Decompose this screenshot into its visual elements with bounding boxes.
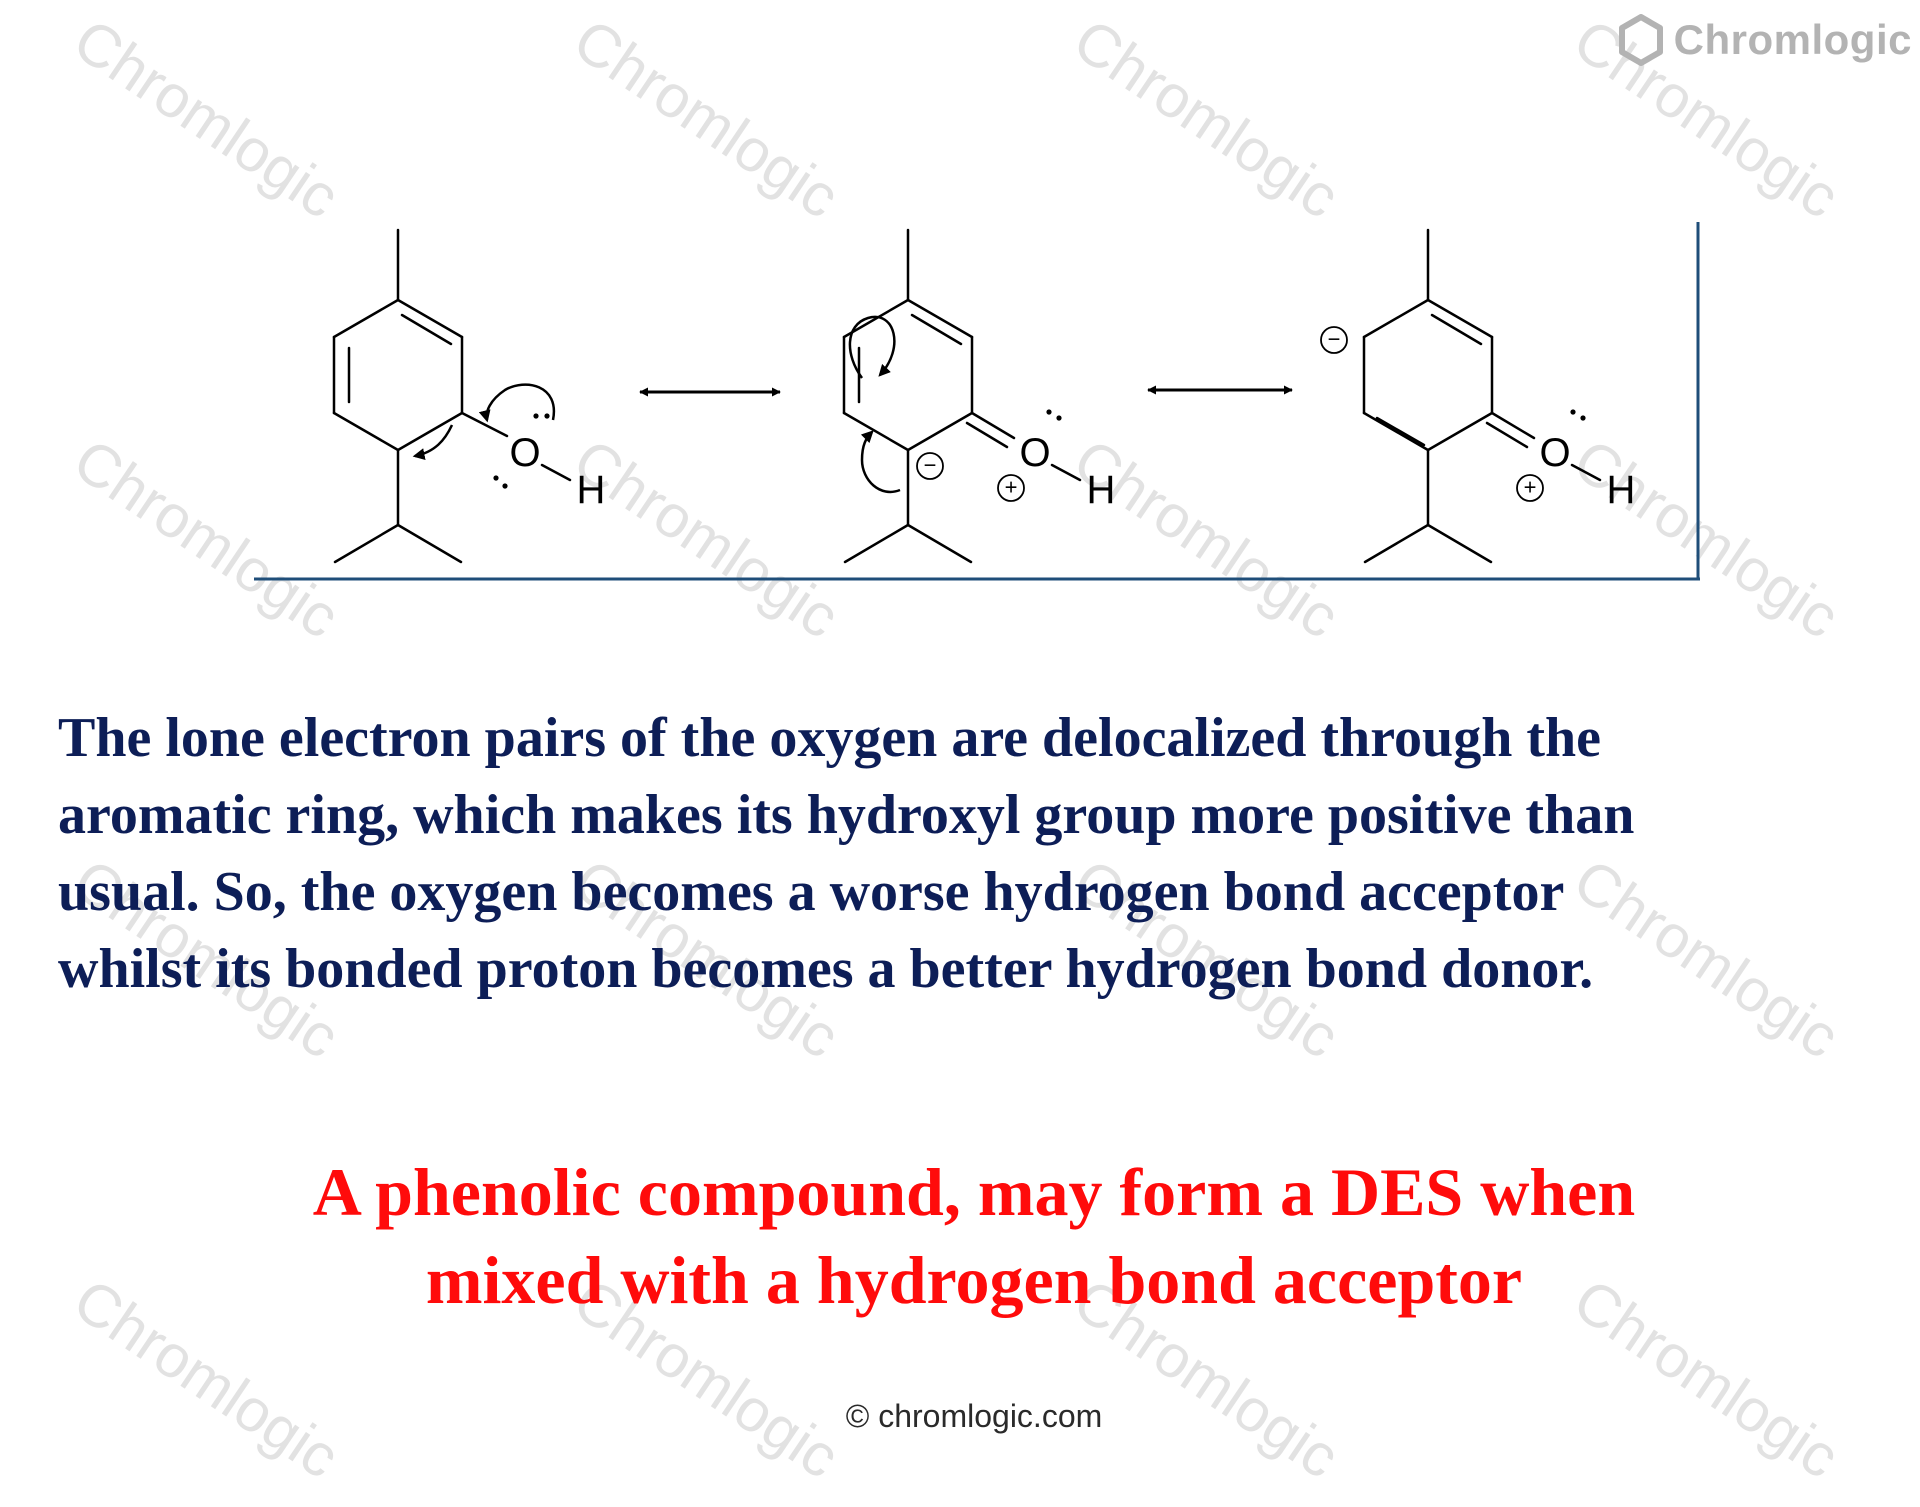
positive-charge-label: +: [1524, 475, 1537, 500]
positive-charge-icon: [1516, 474, 1544, 502]
brand-logo: Chromlogic: [1618, 14, 1912, 66]
positive-charge-icon: [997, 474, 1025, 502]
negative-charge-label: −: [924, 453, 937, 478]
des-callout: A phenolic compound, may form a DES when…: [0, 1148, 1920, 1324]
callout-line: mixed with a hydrogen bond acceptor: [425, 1242, 1523, 1318]
curved-arrow-ring: [412, 424, 454, 460]
thymol-structure: [332, 228, 572, 564]
oxygen-label: O: [1019, 431, 1050, 475]
lone-pair-dots: [493, 409, 1586, 489]
curved-arrow-carbanion: [860, 430, 901, 493]
negative-charge-icon: [1320, 326, 1348, 354]
explanation-paragraph: The lone electron pairs of the oxygen ar…: [58, 700, 1888, 1008]
brand-name: Chromlogic: [1673, 16, 1912, 63]
oxygen-label: O: [509, 431, 540, 475]
curved-arrow-lone-pair: [478, 383, 556, 423]
resonance-structure-2: [842, 228, 1082, 564]
hydrogen-label: H: [1087, 468, 1116, 512]
paragraph-line: whilst its bonded proton becomes a bette…: [58, 938, 1594, 1000]
oxygen-label: O: [1539, 431, 1570, 475]
paragraph-line: The lone electron pairs of the oxygen ar…: [58, 707, 1601, 769]
hydrogen-label: H: [577, 468, 606, 512]
hydrogen-label: H: [1607, 468, 1636, 512]
footer-copyright: © chromlogic.com: [845, 1398, 1103, 1434]
resonance-scheme: − + − + O H O H O H: [254, 222, 1700, 581]
paragraph-line: aromatic ring, which makes its hydroxyl …: [58, 784, 1635, 846]
callout-line: A phenolic compound, may form a DES when: [312, 1154, 1636, 1230]
negative-charge-icon: [916, 452, 944, 480]
curved-arrow-pi-bond: [848, 315, 896, 379]
negative-charge-label: −: [1328, 327, 1341, 352]
paragraph-line: usual. So, the oxygen becomes a worse hy…: [58, 861, 1565, 923]
resonance-structure-3: [1362, 228, 1602, 564]
scheme-frame: [254, 222, 1700, 581]
hexagon-logo-icon: [1618, 14, 1663, 66]
positive-charge-label: +: [1005, 475, 1018, 500]
